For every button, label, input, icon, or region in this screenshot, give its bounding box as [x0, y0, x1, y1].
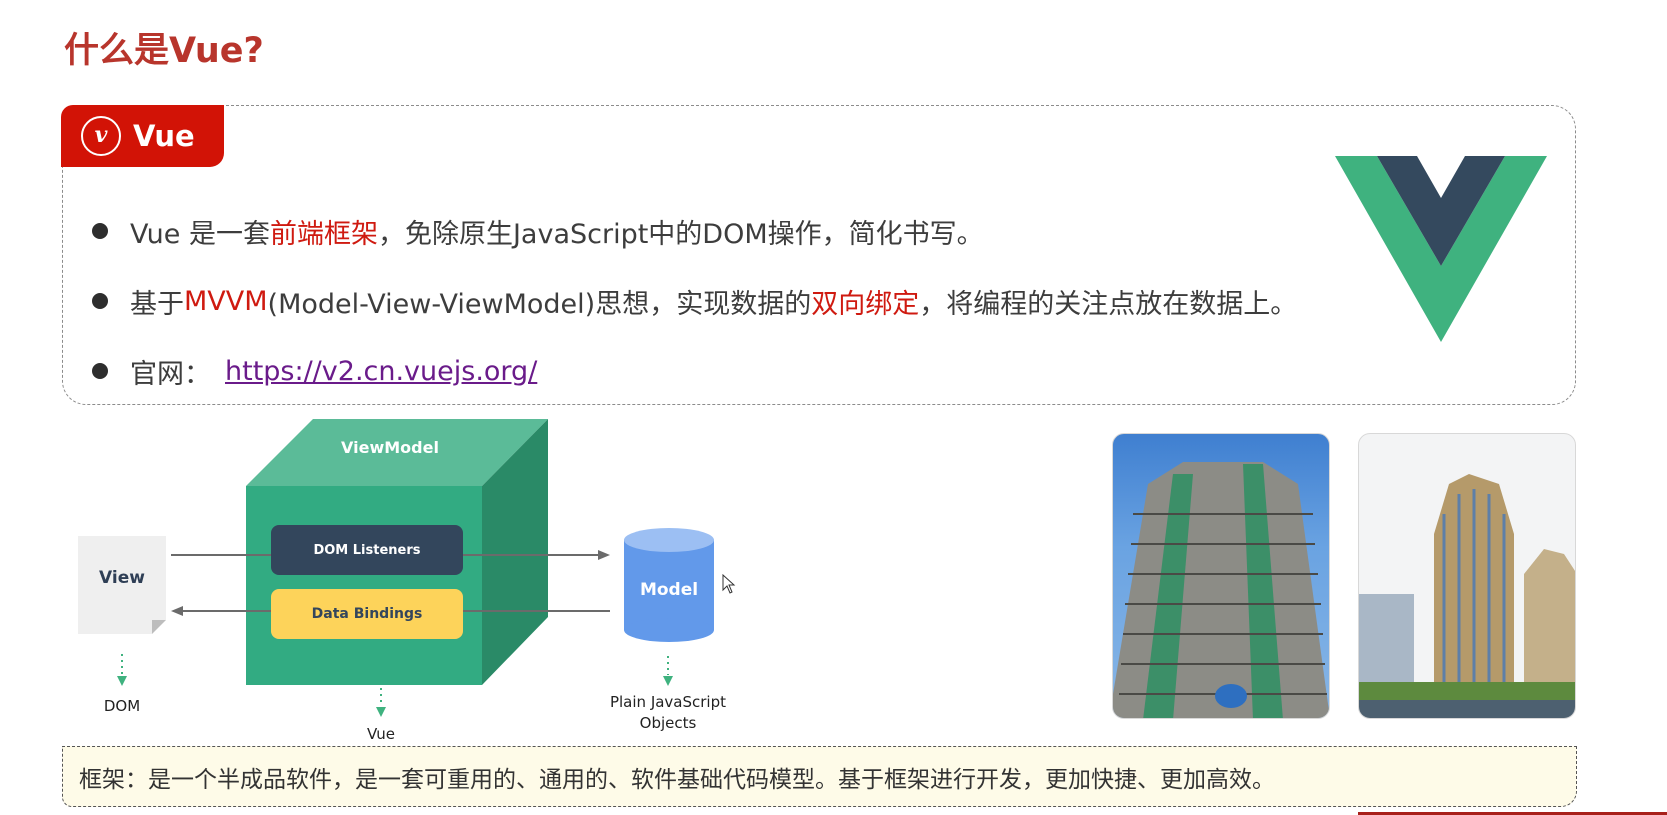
dom-listeners-box: DOM Listeners: [271, 525, 463, 575]
bullet-dot-icon: [92, 223, 108, 239]
viewmodel-label: ViewModel: [341, 438, 439, 457]
model-caption: Plain JavaScript Objects: [598, 692, 738, 734]
bullet-text: ，将编程的关注点放在数据上。: [919, 288, 1298, 320]
bullet-text: ，免除原生JavaScript中的DOM操作，简化书写。: [377, 218, 984, 250]
intro-card: [62, 105, 1576, 405]
vue-caption: Vue: [367, 725, 395, 743]
mouse-cursor-icon: [722, 574, 736, 594]
view-document-icon: View: [78, 536, 166, 634]
dom-caption: DOM: [103, 697, 141, 715]
viewmodel-cube-icon: [246, 419, 548, 685]
vue-logo-icon: [1335, 156, 1547, 342]
bullet-list: Vue 是一套前端框架，免除原生JavaScript中的DOM操作，简化书写。 …: [92, 196, 1297, 406]
mvvm-diagram: View ViewModel DOM Listeners Data Bindin…: [0, 0, 760, 815]
model-caption-line1: Plain JavaScript: [609, 693, 727, 711]
finished-buildings-photo: [1358, 433, 1576, 719]
bullet-dot-icon: [92, 363, 108, 379]
bullet-item: 官网： https://v2.cn.vuejs.org/: [92, 336, 1297, 406]
view-label: View: [99, 568, 145, 588]
bullet-text: Vue 是一套: [130, 218, 270, 250]
model-label: Model: [639, 580, 699, 600]
highlight-text: 前端框架: [269, 218, 378, 250]
framework-definition-note: 框架：是一个半成品软件，是一套可重用的、通用的、软件基础代码模型。基于框架进行开…: [62, 746, 1577, 807]
building-under-construction-photo: [1112, 433, 1330, 719]
bullet-text: (Model-View-ViewModel)思想，实现数据的: [267, 288, 812, 320]
bullet-text: 基于: [130, 288, 184, 320]
building-construction-image: [1113, 462, 1329, 718]
vue-v-circle-icon: v: [81, 116, 121, 156]
diagram-arrows: [117, 550, 673, 717]
finished-buildings-image: [1359, 474, 1575, 718]
vue-badge: v Vue: [61, 105, 224, 167]
data-bindings-box: Data Bindings: [271, 589, 463, 639]
badge-label: Vue: [133, 119, 195, 153]
highlight-text: 双向绑定: [811, 288, 920, 320]
model-database-icon: [624, 528, 714, 642]
bullet-dot-icon: [92, 293, 108, 309]
highlight-text: MVVM: [184, 285, 268, 317]
page-title: 什么是Vue?: [64, 31, 264, 71]
official-website-link[interactable]: https://v2.cn.vuejs.org/: [225, 355, 538, 387]
bullet-item: Vue 是一套前端框架，免除原生JavaScript中的DOM操作，简化书写。: [92, 196, 1297, 266]
page-fold: [152, 620, 166, 634]
footer-accent-line: [1358, 812, 1667, 815]
website-label: 官网：: [130, 358, 211, 390]
model-caption-line2: Objects: [639, 714, 697, 732]
